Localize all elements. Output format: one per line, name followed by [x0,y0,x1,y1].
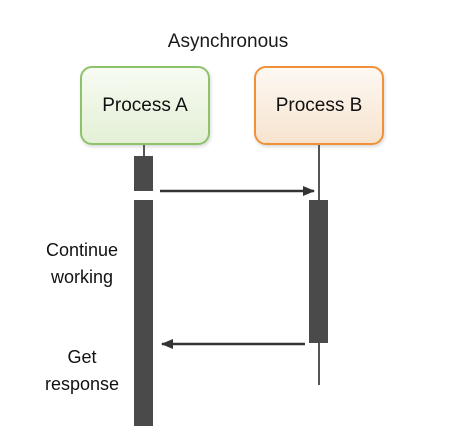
participant-process-a-label: Process A [102,94,188,116]
participant-process-a: Process A [80,66,210,145]
note-continue-line1: Continue [45,240,119,260]
participant-process-b-label: Process B [275,94,363,116]
participant-process-b: Process B [254,66,384,145]
note-continue-working: Continue working [22,237,142,291]
diagram-title: Asynchronous [167,31,289,52]
note-response-line1: Get [67,347,97,367]
note-response-line2: response [44,374,120,394]
activation-process-a-send [134,156,153,191]
note-get-response: Get response [22,344,142,398]
note-continue-line2: working [50,267,114,287]
activation-process-b [309,200,328,343]
